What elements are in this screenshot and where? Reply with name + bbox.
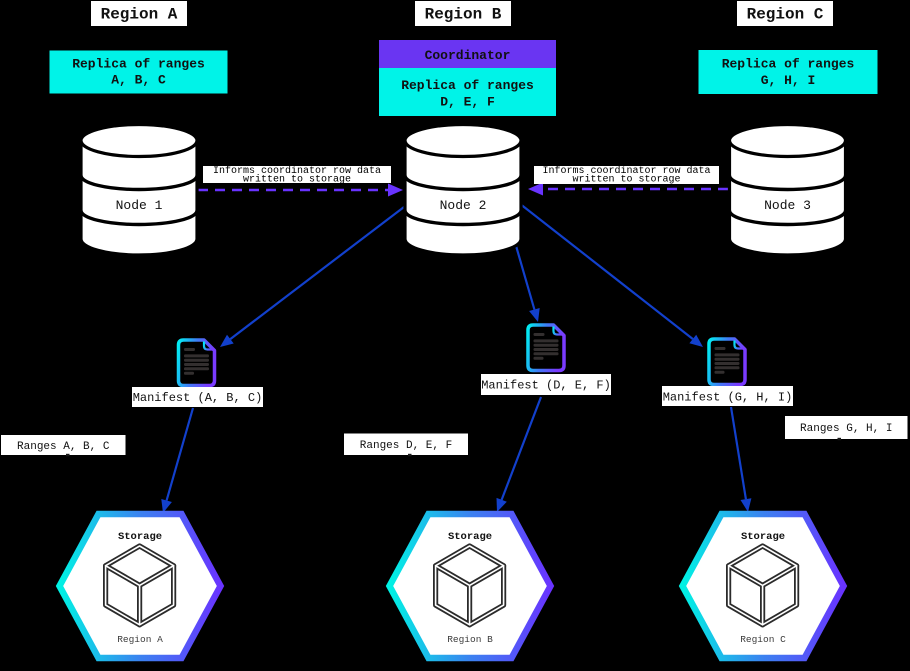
svg-text:Region C: Region C <box>740 634 786 645</box>
svg-text:Storage: Storage <box>741 531 785 543</box>
svg-text:D, E, F: D, E, F <box>440 94 495 109</box>
svg-text:Manifest (G, H, I): Manifest (G, H, I) <box>663 391 793 405</box>
svg-text:Informs coordinator row data: Informs coordinator row data <box>213 165 381 177</box>
svg-text:Manifest (D, E, F): Manifest (D, E, F) <box>481 379 611 393</box>
svg-text:Node 3: Node 3 <box>764 198 811 213</box>
svg-text:A, B, C: A, B, C <box>111 73 166 88</box>
svg-text:Ranges D, E, F: Ranges D, E, F <box>360 440 452 452</box>
svg-text:Replica of ranges: Replica of ranges <box>401 78 534 93</box>
svg-text:Storage: Storage <box>118 531 162 543</box>
svg-text:Storage: Storage <box>448 531 492 543</box>
svg-text:written to storage: written to storage <box>572 173 680 185</box>
svg-text:Region B: Region B <box>425 6 502 24</box>
svg-text:Informs coordinator row data: Informs coordinator row data <box>542 165 710 177</box>
svg-text:Node 1: Node 1 <box>116 198 163 213</box>
svg-text:Replica of ranges: Replica of ranges <box>72 56 205 71</box>
svg-text:Ranges A, B, C: Ranges A, B, C <box>17 441 110 453</box>
svg-text:Region B: Region B <box>447 634 493 645</box>
svg-text:Region C: Region C <box>747 6 824 24</box>
svg-text:written to storage: written to storage <box>243 173 351 185</box>
svg-text:G, H, I: G, H, I <box>761 73 816 88</box>
svg-text:Node 2: Node 2 <box>440 198 487 213</box>
svg-text:Replica of ranges: Replica of ranges <box>722 57 855 72</box>
svg-text:Manifest (A, B, C): Manifest (A, B, C) <box>133 391 263 405</box>
svg-text:Region A: Region A <box>101 6 178 24</box>
svg-text:Region A: Region A <box>117 634 163 645</box>
svg-text:Ranges G, H, I: Ranges G, H, I <box>800 423 892 435</box>
svg-text:Coordinator: Coordinator <box>425 48 511 63</box>
